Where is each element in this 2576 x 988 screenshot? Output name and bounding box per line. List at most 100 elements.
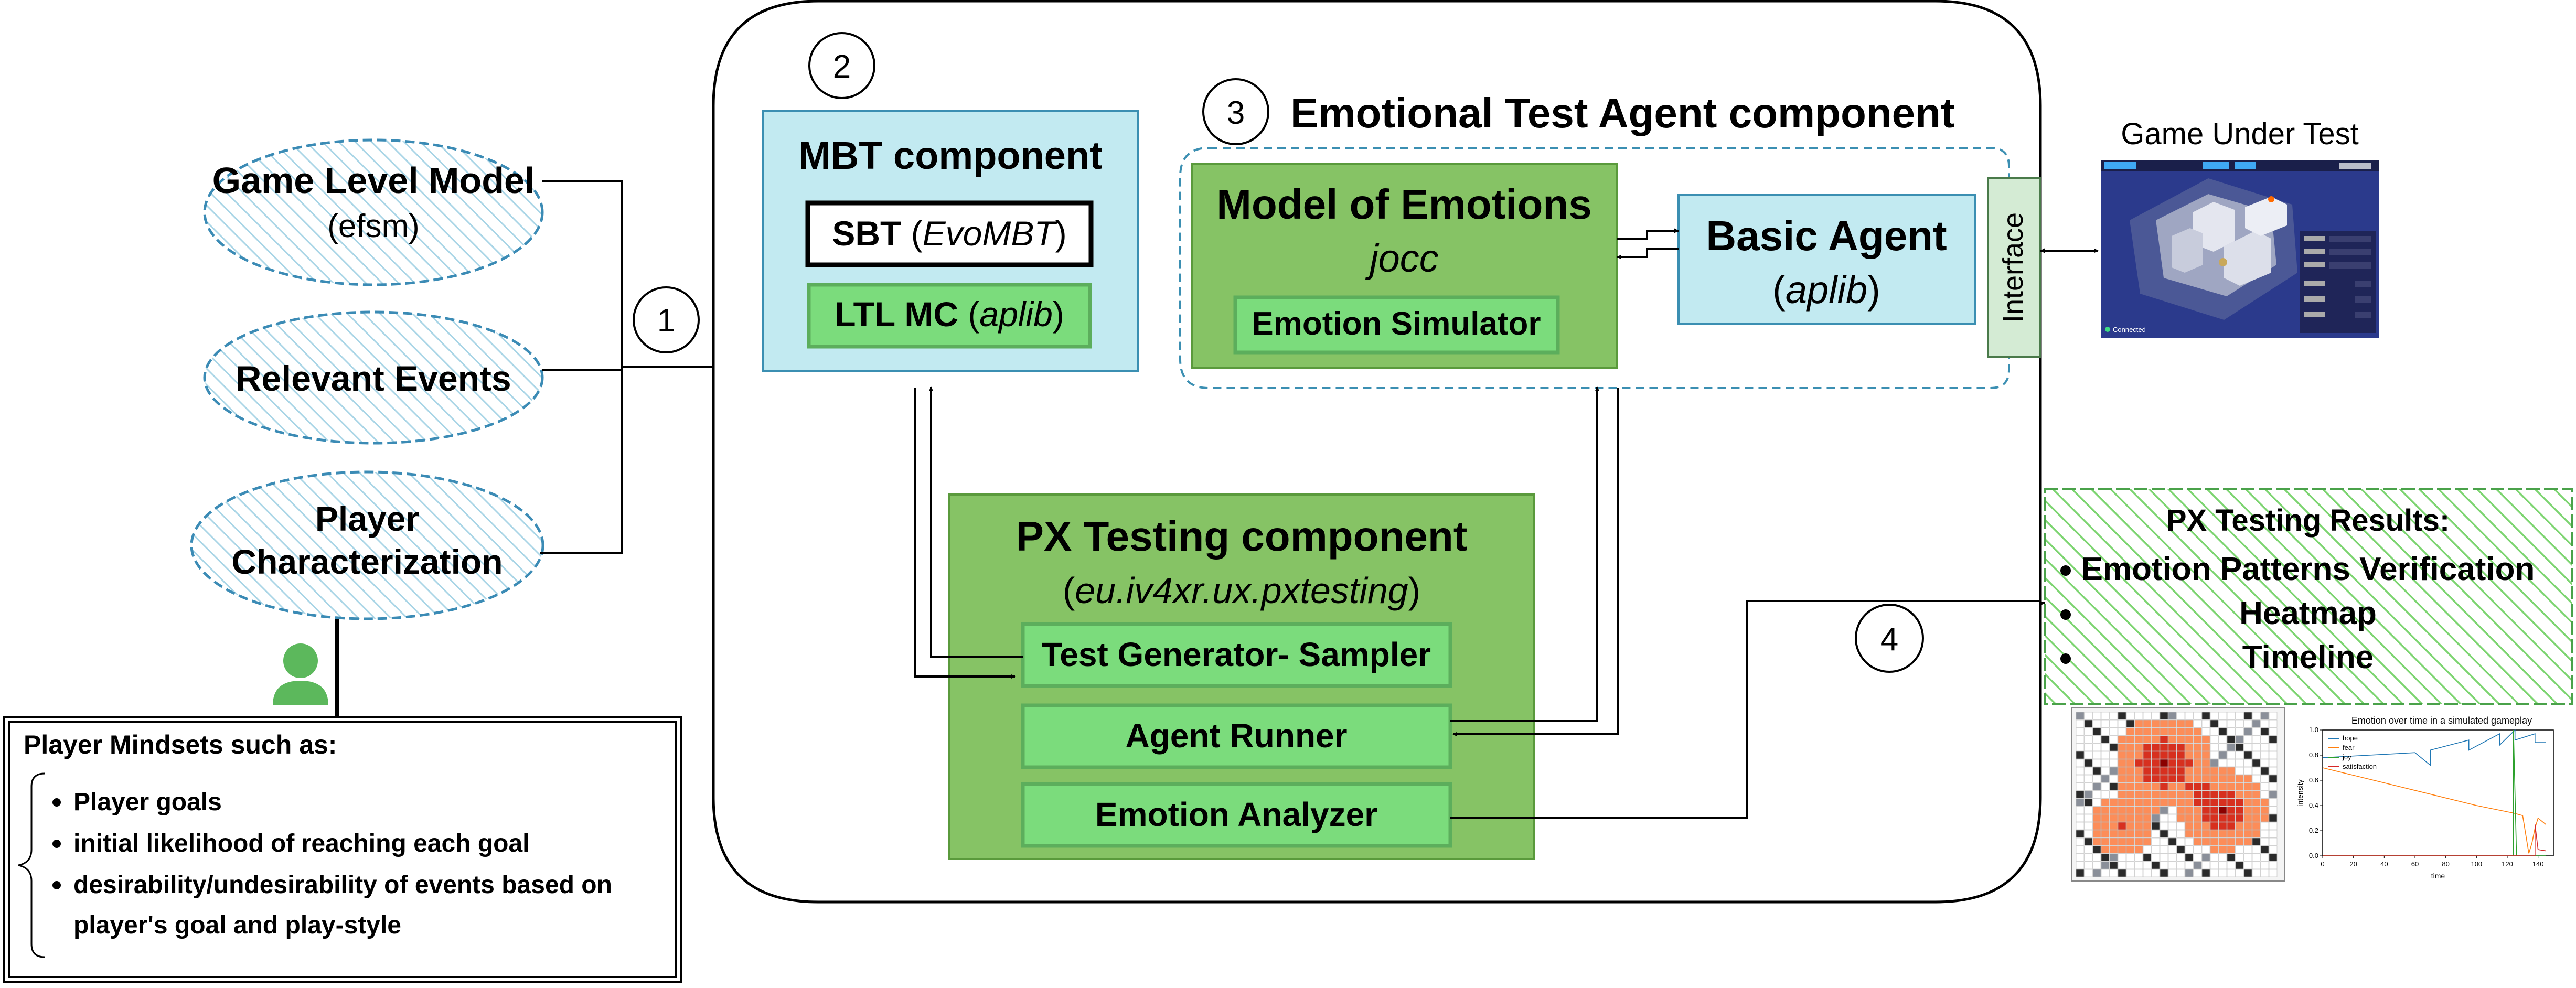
heatmap-cell bbox=[2126, 845, 2135, 854]
heatmap-cell bbox=[2269, 798, 2278, 807]
heatmap-cell bbox=[2218, 806, 2227, 814]
heatmap-cell bbox=[2126, 759, 2135, 767]
interface-box: Interface bbox=[1987, 177, 2041, 358]
heatmap-cell bbox=[2185, 790, 2194, 799]
heatmap-cell bbox=[2134, 751, 2143, 759]
heatmap-cell bbox=[2176, 861, 2185, 869]
heatmap-cell bbox=[2260, 743, 2269, 751]
heatmap-cell bbox=[2092, 790, 2101, 799]
heatmap-cell bbox=[2134, 798, 2143, 807]
heatmap-cell bbox=[2218, 751, 2227, 759]
heatmap-cell bbox=[2269, 743, 2278, 751]
heatmap-cell bbox=[2126, 782, 2135, 791]
heatmap-cell bbox=[2160, 830, 2168, 838]
heatmap-cell bbox=[2210, 814, 2219, 822]
heatmap-cell bbox=[2243, 822, 2252, 830]
y-tick-label: 0.8 bbox=[2309, 751, 2318, 759]
heatmap-cell bbox=[2076, 861, 2085, 869]
y-tick-label: 0.2 bbox=[2309, 826, 2318, 834]
heatmap-cell bbox=[2185, 751, 2194, 759]
heatmap-cell bbox=[2252, 853, 2261, 862]
heatmap-cell bbox=[2076, 830, 2085, 838]
heatmap-cell bbox=[2160, 759, 2168, 767]
heatmap-cell bbox=[2118, 759, 2126, 767]
heatmap-cell bbox=[2143, 712, 2152, 720]
heatmap-cell bbox=[2092, 837, 2101, 846]
heatmap-cell bbox=[2193, 830, 2202, 838]
player-characterization-line2: Characterization bbox=[231, 542, 503, 581]
model-of-emotions-title: Model of Emotions bbox=[1216, 181, 1592, 228]
heatmap-cell bbox=[2101, 861, 2110, 869]
heatmap-cell bbox=[2243, 869, 2252, 877]
heatmap-cell bbox=[2109, 869, 2118, 877]
heatmap-cell bbox=[2269, 790, 2278, 799]
heatmap-cell bbox=[2269, 727, 2278, 736]
heatmap-cell bbox=[2193, 727, 2202, 736]
heatmap-cell bbox=[2252, 830, 2261, 838]
timeline-chart-ylabel: intensity bbox=[2296, 779, 2304, 806]
heatmap-cell bbox=[2235, 822, 2244, 830]
heatmap-cell bbox=[2118, 719, 2126, 728]
heatmap-cell bbox=[2201, 830, 2210, 838]
heatmap-cell bbox=[2176, 782, 2185, 791]
step-4-circle: 4 bbox=[1855, 604, 1924, 673]
heatmap-cell bbox=[2176, 790, 2185, 799]
heatmap-cell bbox=[2227, 751, 2236, 759]
heatmap-cell bbox=[2176, 837, 2185, 846]
eta-runner-connectors bbox=[1450, 386, 1619, 737]
heatmap-cell bbox=[2118, 830, 2126, 838]
heatmap-cell bbox=[2134, 845, 2143, 854]
heatmap-cell bbox=[2168, 743, 2177, 751]
heatmap-cell bbox=[2076, 806, 2085, 814]
heatmap-cell bbox=[2235, 719, 2244, 728]
heatmap-cell bbox=[2227, 869, 2236, 877]
heatmap-cell bbox=[2109, 727, 2118, 736]
heatmap-cell bbox=[2134, 759, 2143, 767]
heatmap-cell bbox=[2269, 735, 2278, 744]
heatmap-cell bbox=[2227, 743, 2236, 751]
heatmap-cell bbox=[2160, 790, 2168, 799]
heatmap-cell bbox=[2076, 782, 2085, 791]
heatmap-cell bbox=[2126, 798, 2135, 807]
heatmap-cell bbox=[2076, 845, 2085, 854]
heatmap-cell bbox=[2252, 735, 2261, 744]
heatmap-cell bbox=[2235, 775, 2244, 783]
heatmap-cell bbox=[2227, 814, 2236, 822]
heatmap-cell bbox=[2101, 806, 2110, 814]
heatmap-cell bbox=[2269, 814, 2278, 822]
heatmap-cell bbox=[2193, 743, 2202, 751]
heatmap-cell bbox=[2101, 719, 2110, 728]
heatmap-cell bbox=[2185, 822, 2194, 830]
heatmap-cell bbox=[2252, 743, 2261, 751]
heatmap-cell bbox=[2193, 837, 2202, 846]
heatmap-cell bbox=[2151, 822, 2160, 830]
heatmap-cell bbox=[2201, 853, 2210, 862]
heatmap-cell bbox=[2193, 751, 2202, 759]
heatmap-cell bbox=[2092, 869, 2101, 877]
timeline-chart-title: Emotion over time in a simulated gamepla… bbox=[2351, 715, 2532, 726]
heatmap-cell bbox=[2201, 743, 2210, 751]
heatmap-cell bbox=[2260, 735, 2269, 744]
heatmap-cell bbox=[2160, 837, 2168, 846]
heatmap-cell bbox=[2118, 727, 2126, 736]
heatmap-cell bbox=[2168, 837, 2177, 846]
heatmap-cell bbox=[2160, 719, 2168, 728]
heatmap-cell bbox=[2269, 861, 2278, 869]
results-item-3: Timeline bbox=[2242, 639, 2374, 675]
heatmap-cell bbox=[2143, 806, 2152, 814]
heatmap-cell bbox=[2201, 806, 2210, 814]
heatmap-cell bbox=[2084, 845, 2093, 854]
heatmap-cell bbox=[2160, 712, 2168, 720]
heatmap-cell bbox=[2160, 806, 2168, 814]
heatmap-cell bbox=[2126, 775, 2135, 783]
heatmap-cell bbox=[2260, 837, 2269, 846]
heatmap-cell bbox=[2143, 830, 2152, 838]
heatmap-cell bbox=[2143, 719, 2152, 728]
heatmap-cell bbox=[2092, 830, 2101, 838]
y-tick-label: 0.0 bbox=[2309, 852, 2318, 860]
heatmap-cell bbox=[2101, 735, 2110, 744]
heatmap-cell bbox=[2210, 751, 2219, 759]
heatmap-cell bbox=[2160, 869, 2168, 877]
heatmap-cell bbox=[2210, 782, 2219, 791]
heatmap-cell bbox=[2210, 869, 2219, 877]
